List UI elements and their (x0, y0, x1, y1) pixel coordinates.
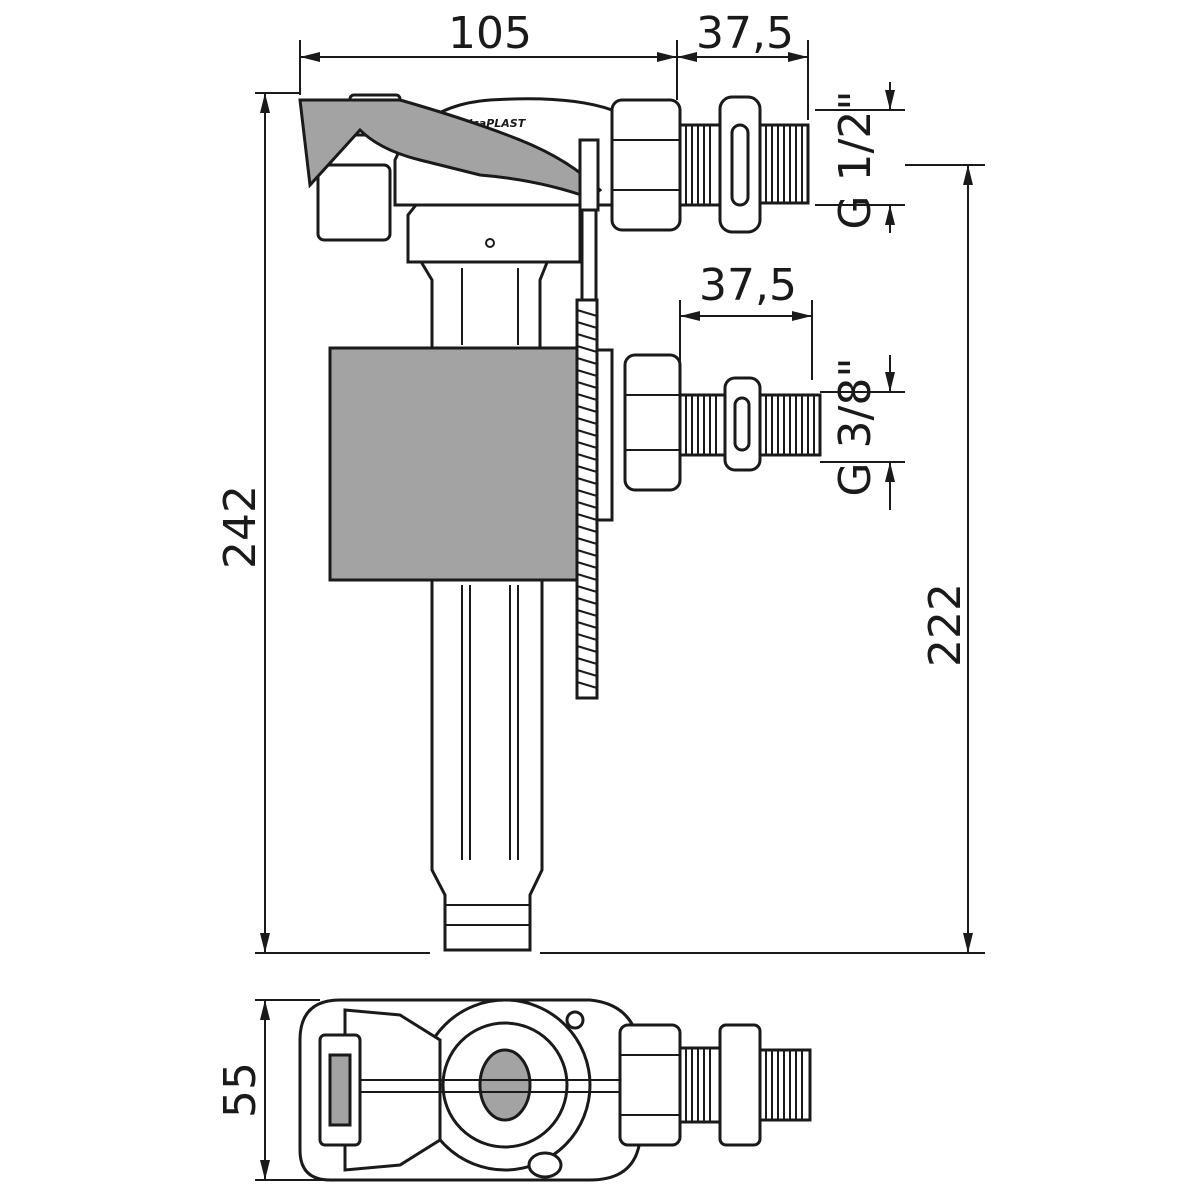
dimension-label-g-1-2: G 1/2" (830, 90, 881, 229)
dimension-55: 55 (215, 999, 330, 1181)
dimension-top-thread-length: 37,5 (677, 8, 809, 120)
valve-side-view: AlcaPLAST (298, 93, 822, 952)
dimension-label-242: 242 (215, 485, 266, 569)
float-box (328, 346, 594, 582)
dimension-105: 105 (299, 8, 678, 100)
dimension-222: 222 (905, 164, 985, 953)
dimension-label-105: 105 (448, 8, 532, 59)
valve-tube (430, 578, 544, 952)
valve-plan-view (298, 998, 812, 1182)
valve-head (406, 198, 582, 264)
middle-connector (623, 353, 822, 492)
dimension-g-1-2: G 1/2" (815, 82, 905, 233)
dimension-label-g-3-8: G 3/8" (830, 357, 881, 496)
plan-nut (618, 1023, 682, 1147)
dimension-label-55: 55 (215, 1062, 266, 1118)
top-connector (610, 95, 810, 234)
dimension-label-222: 222 (920, 583, 971, 667)
dimension-242: 242 (215, 92, 300, 953)
threaded-rod (575, 298, 599, 700)
dimension-label-middle-37-5: 37,5 (699, 260, 797, 311)
dimension-label-top-37-5: 37,5 (696, 8, 794, 59)
dimension-g-3-8: G 3/8" (820, 355, 905, 510)
